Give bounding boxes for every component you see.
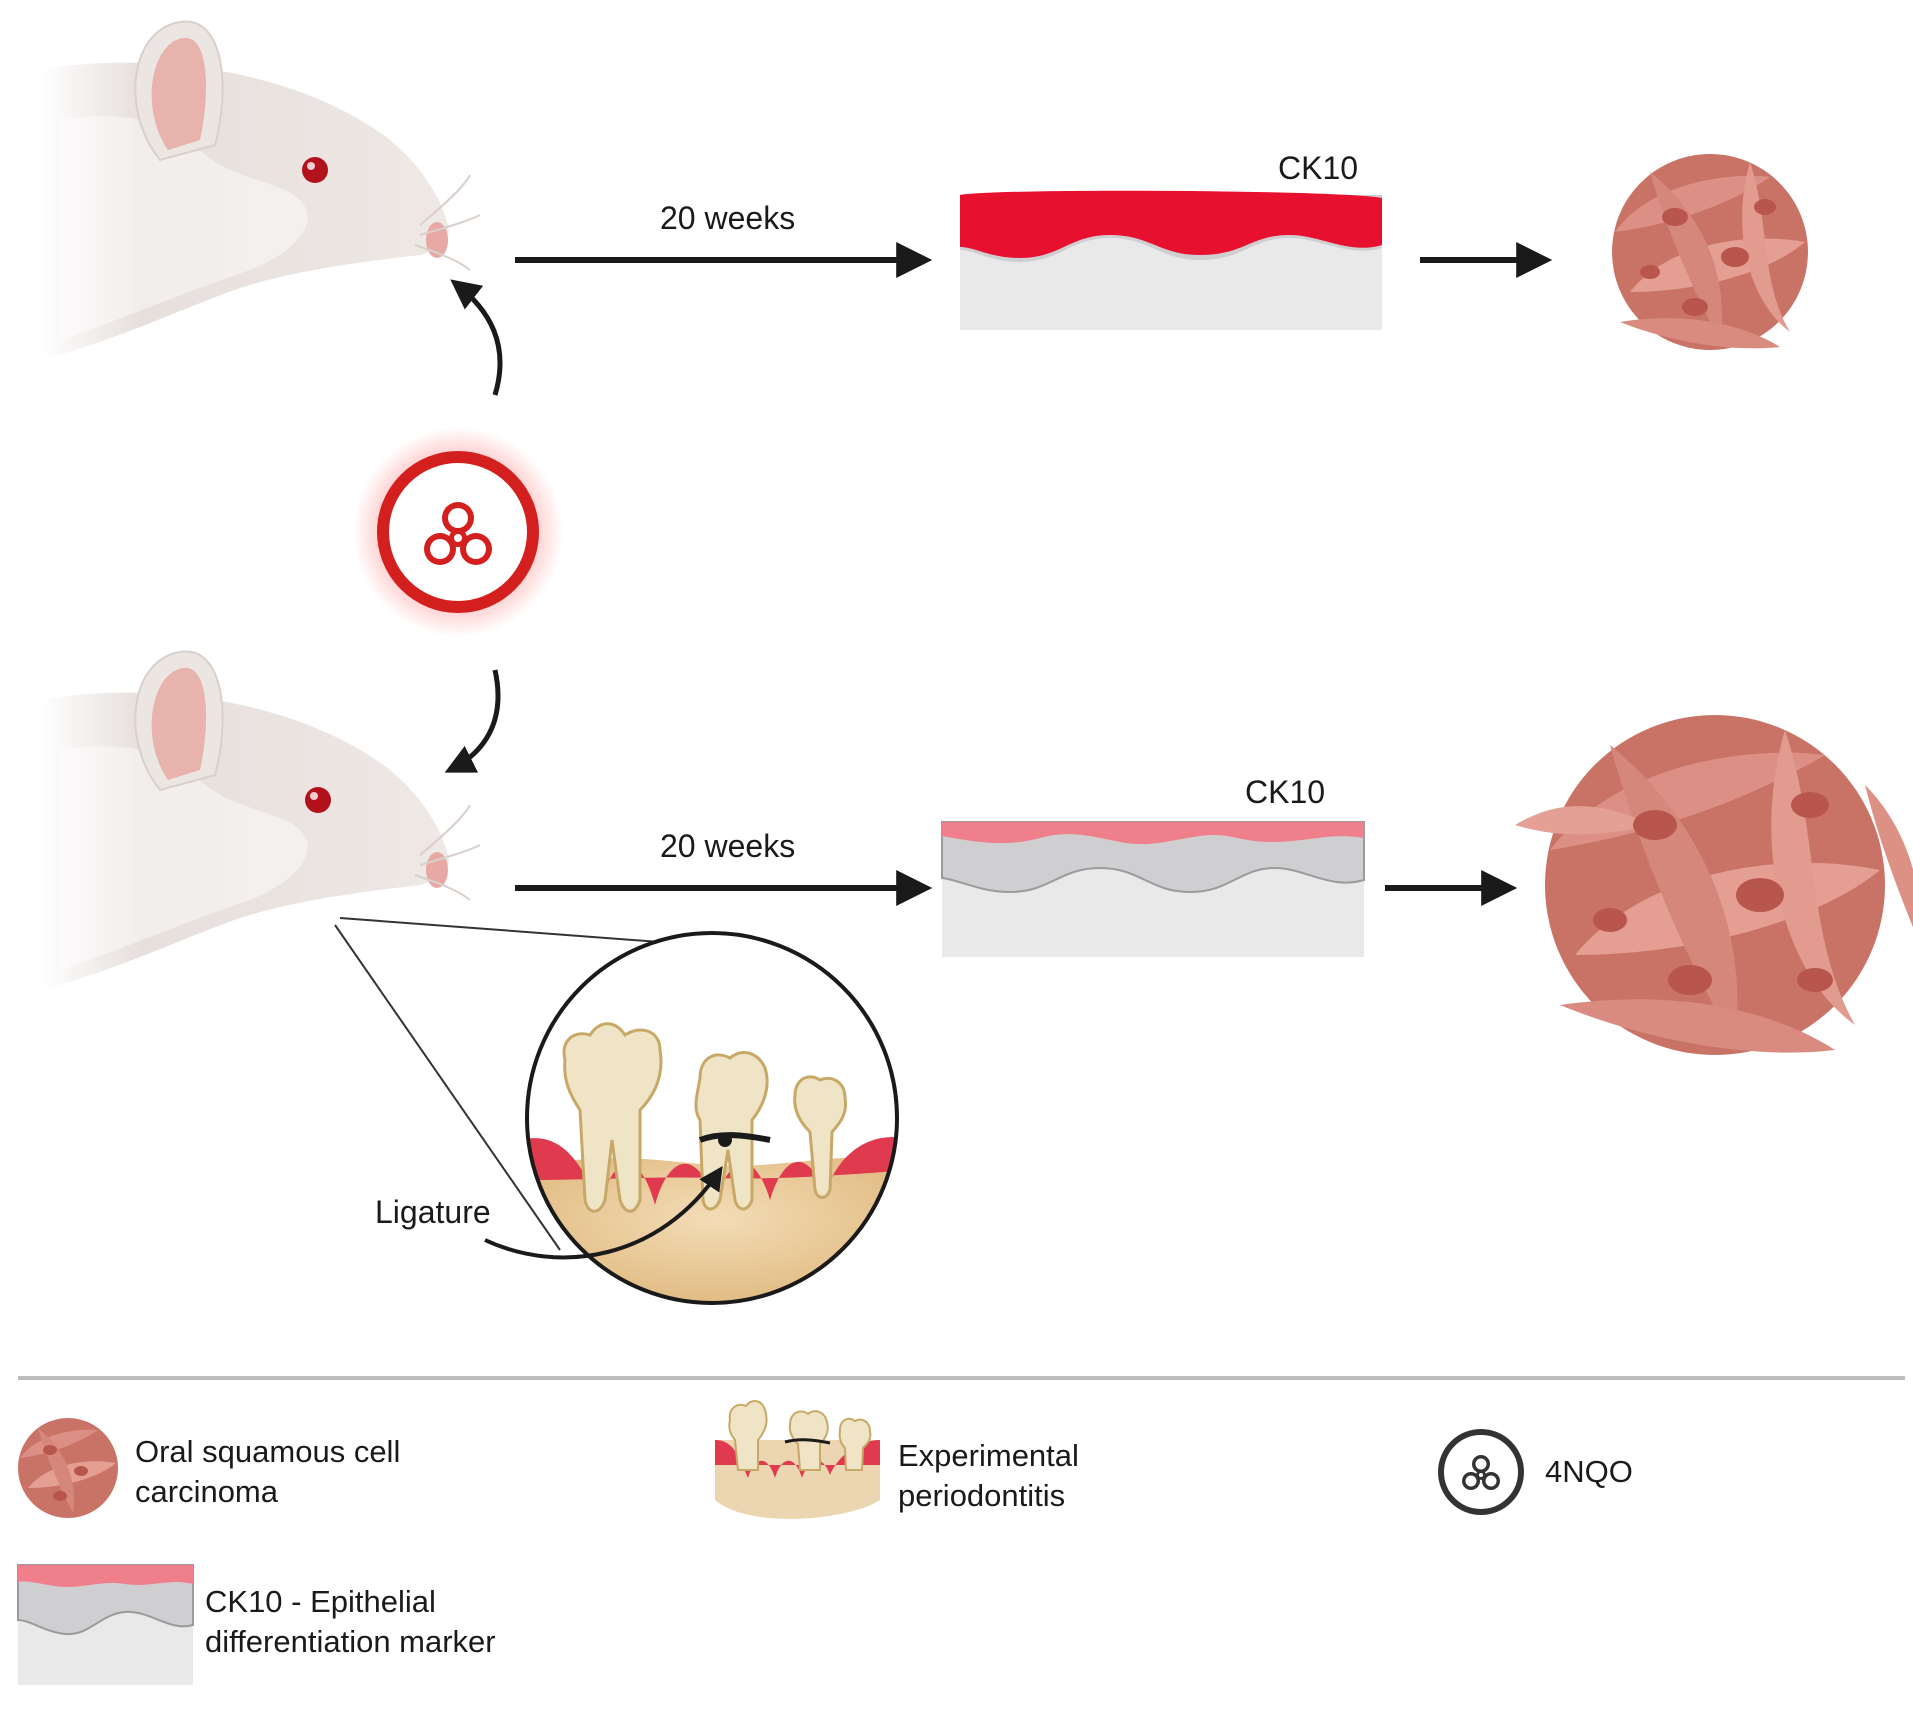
magnifier-line (334, 924, 561, 1251)
magnifier-line (339, 917, 701, 946)
bottom-marker-label: CK10 (1245, 774, 1326, 810)
legend-ck10-line2: differentiation marker (205, 1624, 496, 1659)
legend-oscc-line1: Oral squamous cell (135, 1434, 401, 1469)
legend-tissue-icon (17, 1564, 194, 1685)
legend-ck10-label: CK10 - Epithelial differentiation marker (205, 1582, 496, 1662)
legend-biohazard-icon (1438, 1429, 1524, 1515)
legend-oscc-line2: carcinoma (135, 1474, 278, 1509)
curved-arrow-up (450, 279, 503, 396)
rat-icon (40, 20, 481, 360)
tumor-cells-icon (1612, 154, 1808, 350)
legend-tumor-icon (18, 1418, 118, 1518)
tumor-cells-icon (1515, 715, 1913, 1055)
teeth-icon (525, 931, 899, 1305)
bottom-duration-label: 20 weeks (660, 828, 796, 864)
tissue-section-high-ck10 (960, 190, 1382, 330)
top-marker-label: CK10 (1278, 150, 1359, 186)
legend-periodontitis-line1: Experimental (898, 1438, 1079, 1473)
tissue-section-low-ck10 (941, 821, 1365, 957)
ligature-label: Ligature (375, 1194, 491, 1230)
legend-periodontitis-label: Experimental periodontitis (898, 1436, 1079, 1516)
legend-oscc-label: Oral squamous cell carcinoma (135, 1432, 400, 1512)
curved-arrow-down (444, 669, 501, 773)
biohazard-icon (353, 427, 563, 637)
ligature-arrow (484, 1166, 723, 1260)
rat-icon (40, 650, 481, 990)
legend-ck10-line1: CK10 - Epithelial (205, 1584, 436, 1619)
top-duration-label: 20 weeks (660, 200, 796, 236)
legend-4nqo-label: 4NQO (1545, 1454, 1633, 1489)
legend-teeth-icon (715, 1400, 880, 1519)
legend-periodontitis-line2: periodontitis (898, 1478, 1066, 1513)
